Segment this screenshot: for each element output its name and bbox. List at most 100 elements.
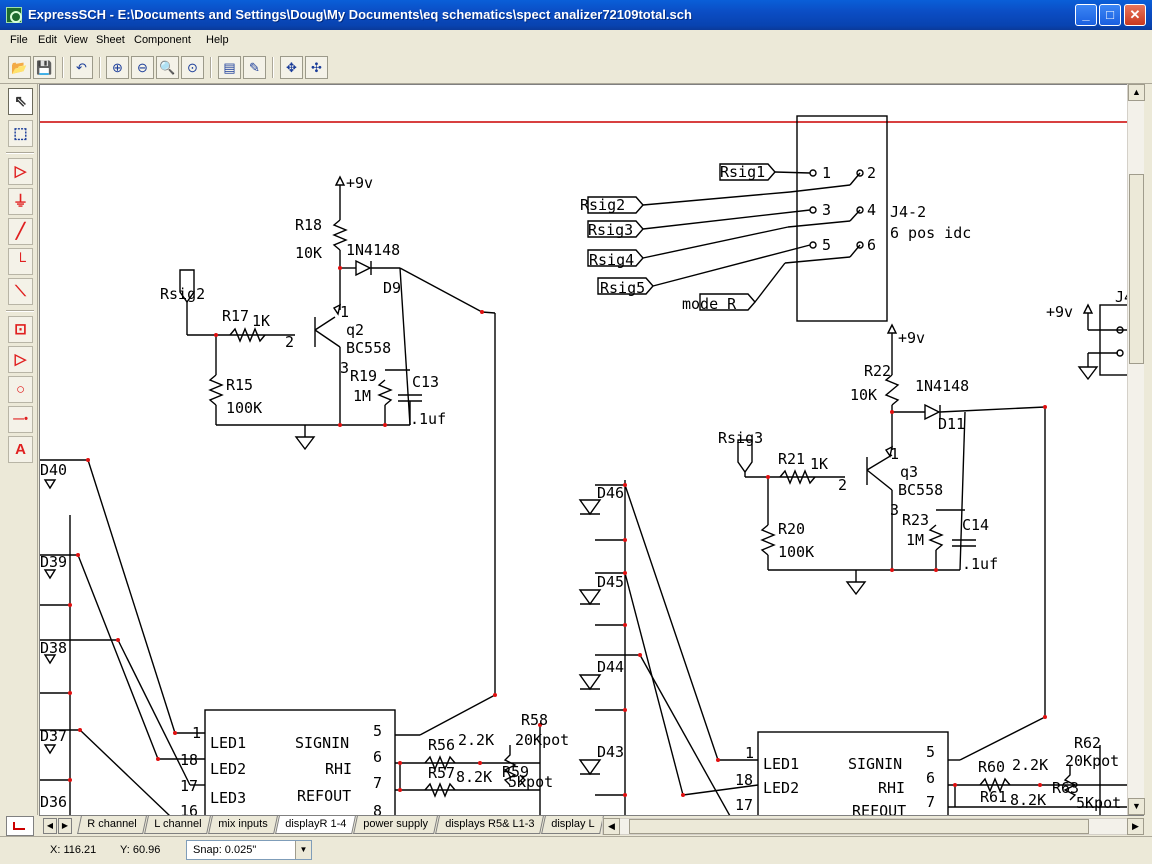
ground-icon[interactable]: ⏚ [8,188,33,215]
open-folder-icon[interactable]: 📂 [8,56,31,79]
palette-separator [6,152,34,154]
menu-component[interactable]: Component [134,34,191,46]
window-title: ExpressSCH - E:\Documents and Settings\D… [28,7,692,22]
zoom-fit-icon[interactable]: ⊙ [181,56,204,79]
label-r22-val: 10K [850,386,877,404]
label-r62-val: 20Kpot [1065,752,1119,770]
buffer-icon[interactable]: ▷ [8,346,33,373]
tab-r-channel[interactable]: R channel [77,816,147,834]
label-9v-2: +9v [898,329,925,347]
label-d37: D37 [40,727,67,745]
ic1-led1: LED1 [210,734,246,752]
label-rsig4: Rsig4 [589,251,634,269]
app-icon[interactable] [6,7,22,23]
label-r17: R17 [222,307,249,325]
toolbar-separator [272,57,274,78]
tab-label: R channel [87,818,137,830]
tool-palette: ⇖ ⬚ ▷ ⏚ ╱ └ ⟍ ⊡ ▷ ○ —• A [0,84,38,815]
tab-displays-r5-l1-3[interactable]: displays R5& L1-3 [434,816,544,834]
q2-pin3: 3 [340,359,349,377]
schematic-drawing[interactable]: Rsig1 Rsig2 Rsig3 Rsig4 Rsig5 mode R 1 2… [40,85,1127,815]
label-r18-val: 10K [295,244,322,262]
status-bar: X: 116.21 Y: 60.96 Snap: 0.025" ▼ [0,836,1152,864]
menu-bar: File Edit View Sheet Component Help [0,30,1152,50]
q2-pin2: 2 [285,333,294,351]
menu-edit[interactable]: Edit [38,34,57,46]
vertical-scrollbar[interactable]: ▲ ▼ [1127,84,1145,815]
pin-icon[interactable]: —• [8,406,33,433]
ic2-rhi: RHI [878,779,905,797]
label-bc558-2: BC558 [898,481,943,499]
snap-value: Snap: 0.025" [193,844,257,856]
scroll-down-icon[interactable]: ▼ [1128,798,1145,815]
text-icon[interactable]: A [8,436,33,463]
label-d45: D45 [597,573,624,591]
menu-sheet[interactable]: Sheet [96,34,125,46]
label-r56: R56 [428,736,455,754]
tab-display-l[interactable]: display L [541,816,605,834]
j4-pin5: 5 [822,236,831,254]
snap-select[interactable]: Snap: 0.025" ▼ [186,840,312,860]
zoom-in-icon[interactable]: ⊕ [106,56,129,79]
bus-icon[interactable]: └ [8,248,33,275]
ic2-refout: REFOUT [852,802,906,815]
sheet-tabs: R channel L channel mix inputs displayR … [77,816,605,837]
label-r20: R20 [778,520,805,538]
ic2-pin6: 6 [926,769,935,787]
ic1-refout: REFOUT [297,787,351,805]
tab-l-channel[interactable]: L channel [143,816,211,834]
ic2-signin: SIGNIN [848,755,902,773]
minimize-button[interactable]: _ [1075,4,1097,26]
select-arrow-icon[interactable]: ⇖ [8,88,33,115]
label-r15-val: 100K [226,399,262,417]
horizontal-scroll-thumb[interactable] [629,819,1089,834]
properties-icon[interactable]: ▤ [218,56,241,79]
label-r18: R18 [295,216,322,234]
ic1-rhi: RHI [325,760,352,778]
label-1n4148: 1N4148 [346,241,400,259]
chevron-down-icon[interactable]: ▼ [295,841,311,859]
undo-icon[interactable]: ↶ [70,56,93,79]
tab-displayr-1-4[interactable]: displayR 1-4 [274,816,356,834]
menu-help[interactable]: Help [206,34,229,46]
component-icon[interactable]: ▷ [8,158,33,185]
scroll-up-icon[interactable]: ▲ [1128,84,1145,101]
menu-view[interactable]: View [64,34,88,46]
scroll-left-icon[interactable]: ◀ [603,818,620,835]
horizontal-scrollbar[interactable]: ◀ ▶ [602,818,1144,835]
tab-mix-inputs[interactable]: mix inputs [208,816,278,834]
toolbar-separator [62,57,64,78]
wire-icon[interactable]: ╱ [8,218,33,245]
title-bar[interactable]: ExpressSCH - E:\Documents and Settings\D… [0,0,1152,30]
vertical-scroll-thumb[interactable] [1129,174,1144,364]
part-icon[interactable]: ⊡ [8,316,33,343]
save-icon[interactable]: 💾 [33,56,56,79]
q3-pin1: 1 [890,445,899,463]
zoom-out-icon[interactable]: ⊖ [131,56,154,79]
tab-label: power supply [362,818,428,830]
label-r63: R63 [1052,779,1079,797]
tab-prev-icon[interactable]: ◀ [43,818,57,834]
menu-file[interactable]: File [10,34,28,46]
close-button[interactable]: ✕ [1124,4,1146,26]
wire-mode-icon[interactable] [6,816,34,836]
edit-component-icon[interactable]: ✎ [243,56,266,79]
pan-icon[interactable]: ✥ [280,56,303,79]
label-r61-val: 8.2K [1010,791,1046,809]
junction-line-icon[interactable]: ⟍ [8,278,33,305]
circle-icon[interactable]: ○ [8,376,33,403]
tab-power-supply[interactable]: power supply [352,816,438,834]
label-rsig3: Rsig3 [588,221,633,239]
label-r23: R23 [902,511,929,529]
label-d39: D39 [40,553,67,571]
scroll-right-icon[interactable]: ▶ [1127,818,1144,835]
label-r22: R22 [864,362,891,380]
zoom-area-icon[interactable]: 🔍 [156,56,179,79]
tab-next-icon[interactable]: ▶ [58,818,72,834]
label-d36: D36 [40,793,67,811]
maximize-button[interactable]: □ [1099,4,1121,26]
select-area-icon[interactable]: ⬚ [8,120,33,147]
schematic-canvas[interactable]: Rsig1 Rsig2 Rsig3 Rsig4 Rsig5 mode R 1 2… [39,84,1127,815]
center-icon[interactable]: ✣ [305,56,328,79]
label-r61: R61 [980,788,1007,806]
